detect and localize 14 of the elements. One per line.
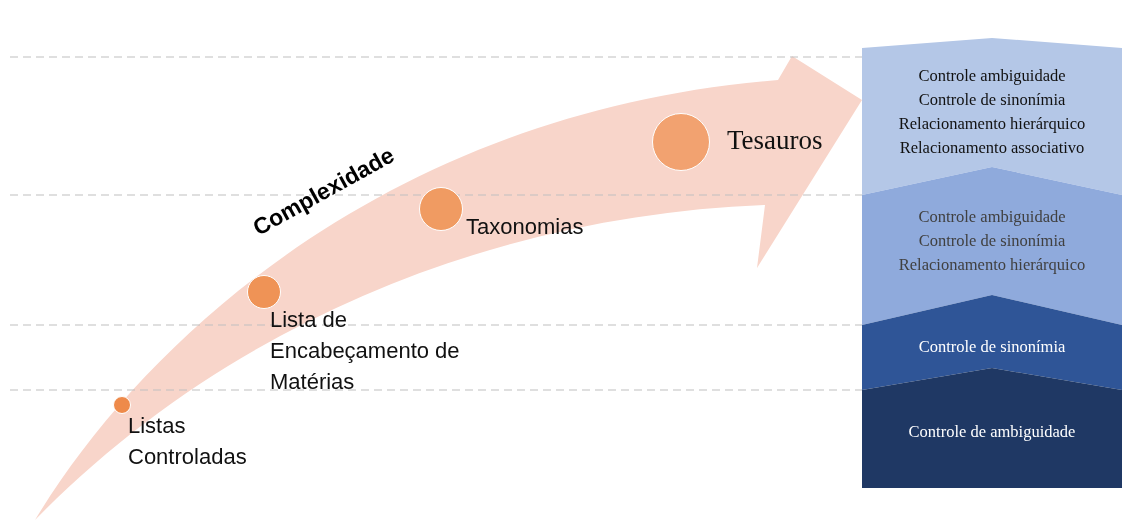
milestone-circle bbox=[113, 396, 131, 414]
milestone-label: Taxonomias bbox=[466, 213, 584, 241]
band-text: Controle ambiguidade bbox=[917, 206, 1067, 228]
band-text: Relacionamento hierárquico bbox=[897, 254, 1087, 276]
milestone-label: Tesauros bbox=[727, 125, 823, 156]
milestone-label: Listas Controladas bbox=[128, 412, 248, 471]
band-text: Relacionamento hierárquico bbox=[897, 113, 1087, 135]
band-text: Controle de sinonímia bbox=[917, 89, 1067, 111]
band-text: Controle de sinonímia bbox=[917, 336, 1067, 358]
band-text: Relacionamento associativo bbox=[898, 137, 1086, 159]
milestone-label: Lista de Encabeçamento de Matérias bbox=[270, 306, 461, 396]
band-text: Controle ambiguidade bbox=[917, 65, 1067, 87]
band-text: Controle de sinonímia bbox=[917, 230, 1067, 252]
band-text: Controle de ambiguidade bbox=[907, 421, 1077, 443]
